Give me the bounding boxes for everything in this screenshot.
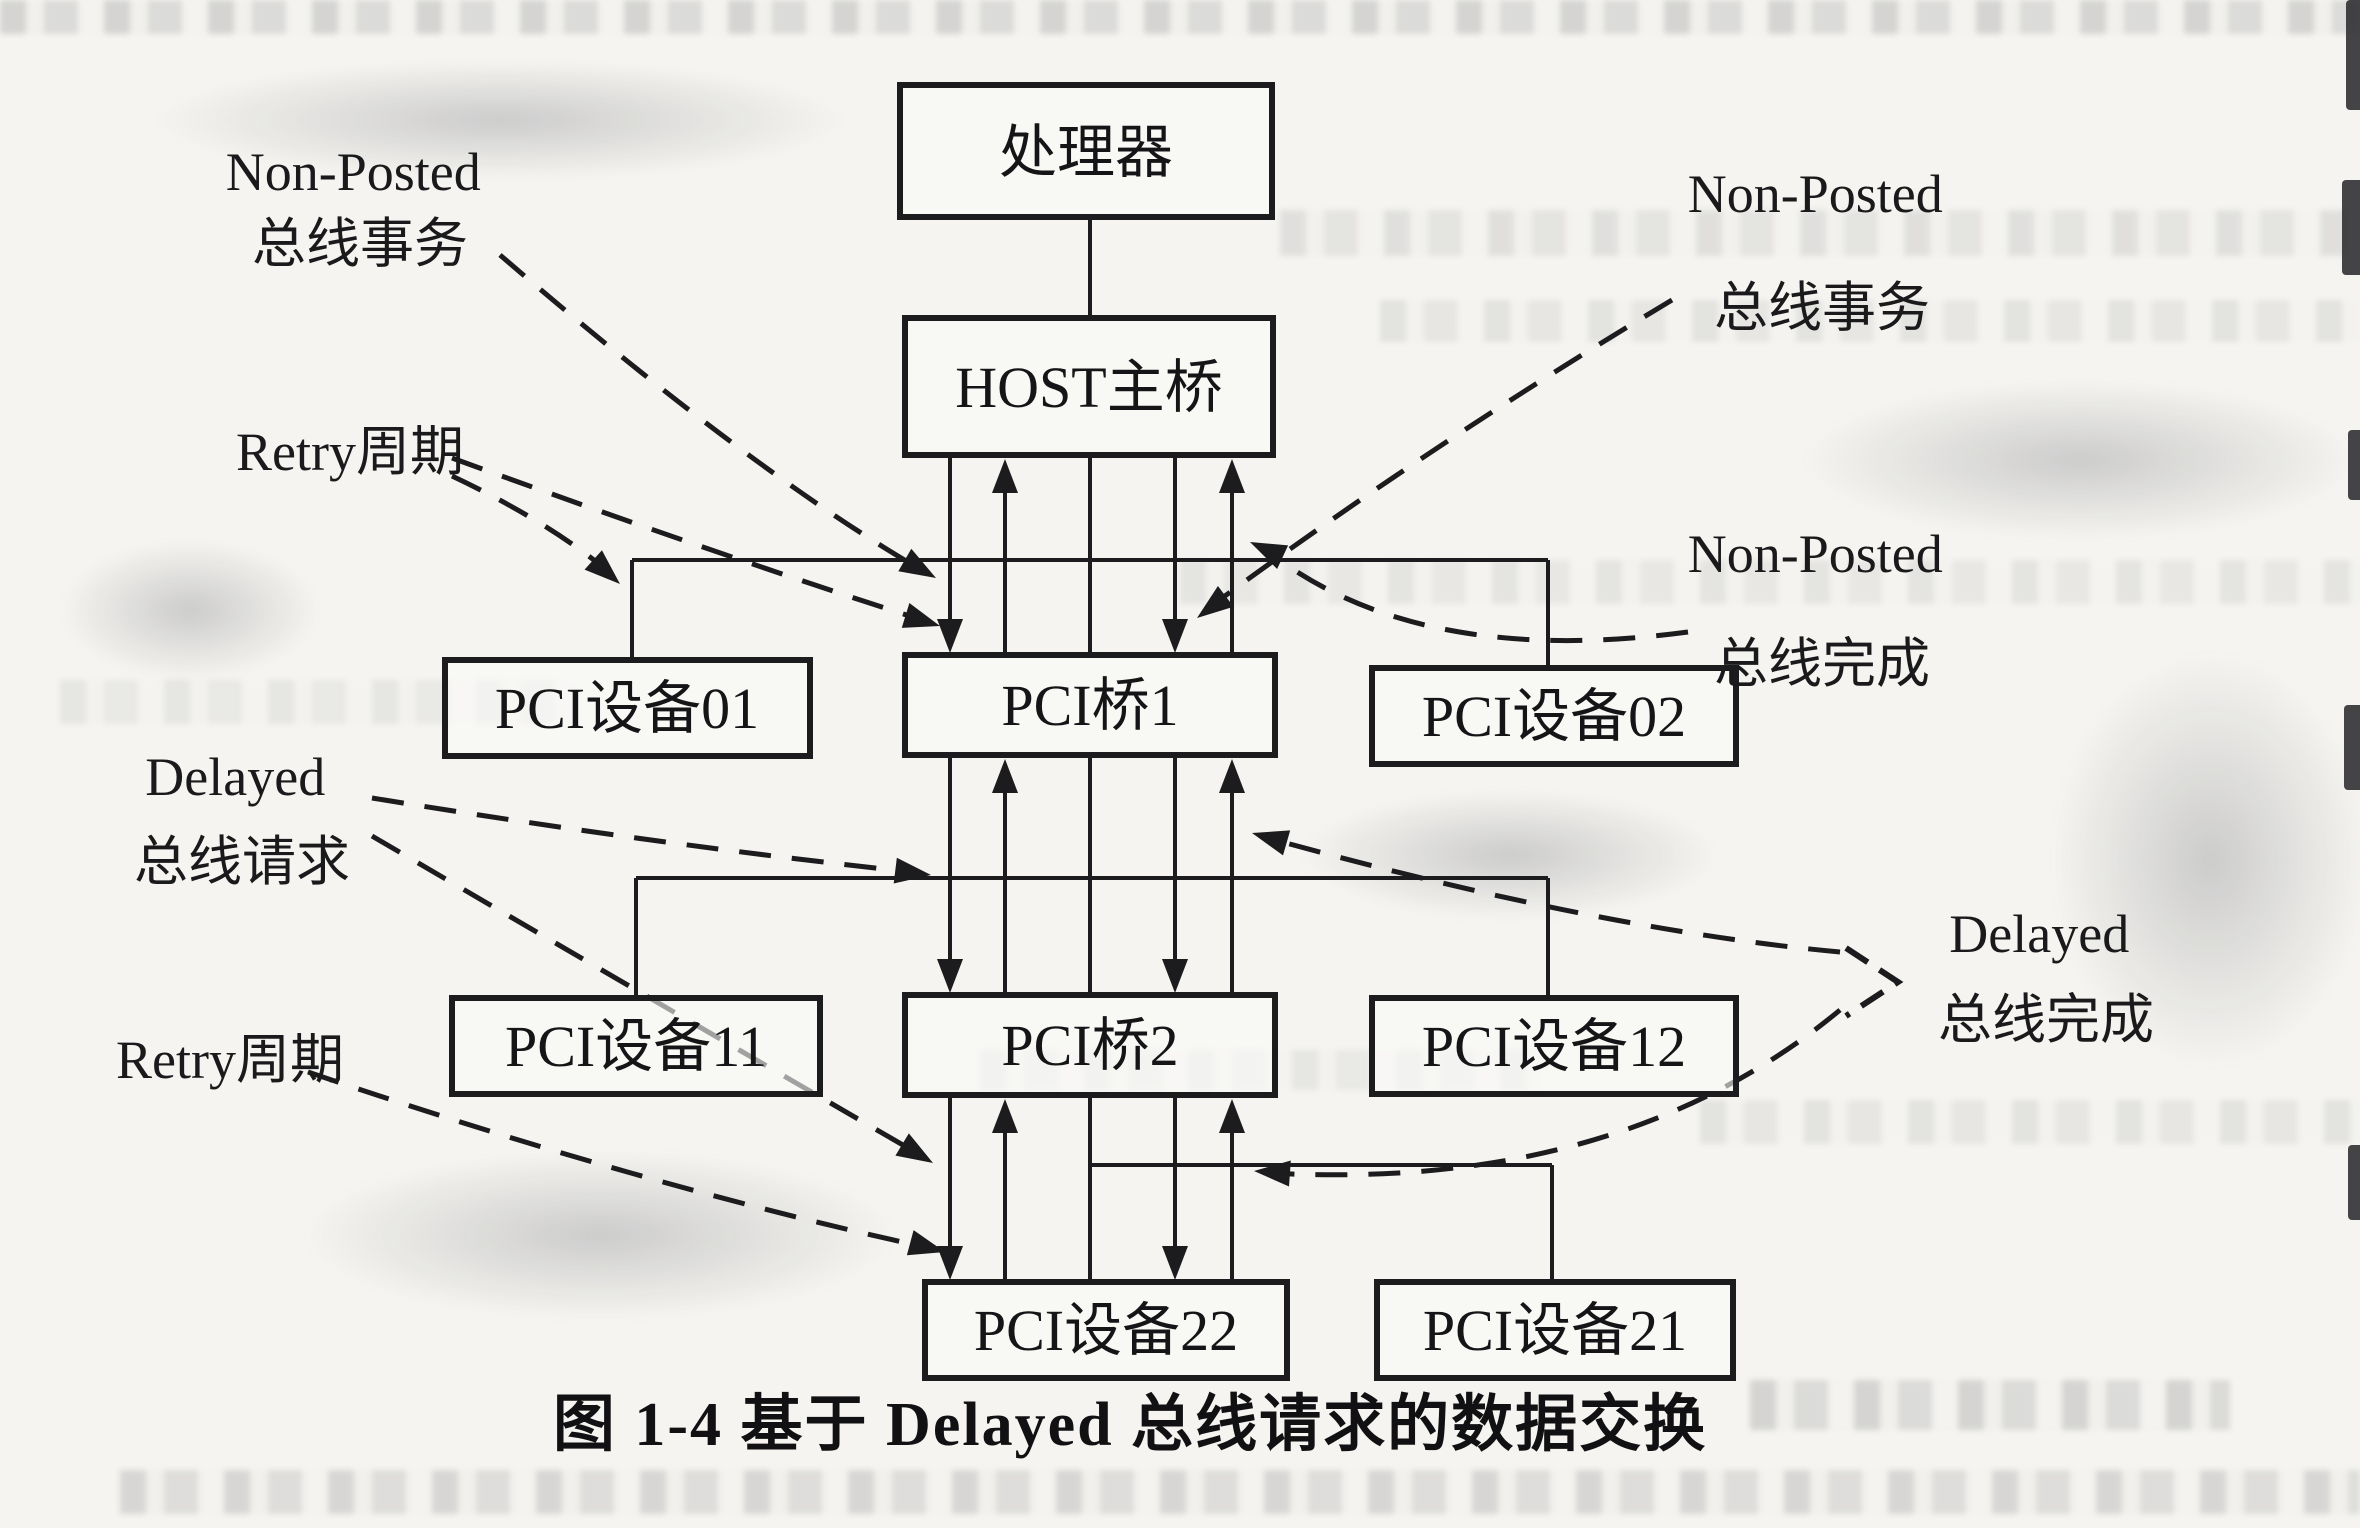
annotation-line: Non-Posted xyxy=(1688,164,1943,224)
node-processor: 处理器 xyxy=(897,82,1275,220)
arrowhead-down xyxy=(1162,1246,1188,1280)
annotation-line: 总线完成 xyxy=(1938,990,2154,1050)
leader-non-posted-transaction-left xyxy=(498,253,920,571)
figure-caption: 图 1-4 基于 Delayed 总线请求的数据交换 xyxy=(553,1390,1707,1459)
leader-arrowhead xyxy=(584,550,620,584)
page-edge-mark xyxy=(2348,430,2360,500)
arrowhead-up xyxy=(992,1099,1018,1133)
leader-delayed-completion-a xyxy=(1267,835,1841,955)
page-edge-mark xyxy=(2342,180,2360,275)
leader-arrowhead xyxy=(1197,585,1234,618)
arrowhead-down xyxy=(1162,619,1188,653)
page-edge-mark xyxy=(2344,705,2360,790)
annotation-non-posted-completion: Non-Posted 总线完成 xyxy=(1688,524,1957,694)
leader-arrowhead xyxy=(1254,1160,1291,1187)
annotation-delayed-request: Delayed 总线请求 xyxy=(134,747,350,892)
annotation-retry-cycle-top: Retry周期 xyxy=(236,422,464,482)
leader-retry-top-b xyxy=(450,473,606,570)
node-label: PCI桥2 xyxy=(1001,1013,1178,1078)
node-label: PCI设备01 xyxy=(495,676,759,741)
node-label: PCI设备21 xyxy=(1423,1298,1687,1363)
node-label: PCI设备11 xyxy=(505,1014,767,1079)
node-pci-device-12: PCI设备12 xyxy=(1369,995,1739,1097)
annotation-line: Delayed xyxy=(1949,904,2129,964)
annotation-line: 总线事务 xyxy=(252,214,468,274)
node-box xyxy=(897,82,1275,220)
page-edge-mark xyxy=(2348,1145,2360,1220)
arrowhead-up xyxy=(1219,459,1245,493)
node-box xyxy=(449,995,823,1097)
node-box xyxy=(902,652,1278,758)
bus-wires xyxy=(630,217,1554,1282)
node-pci-device-21: PCI设备21 xyxy=(1374,1279,1736,1381)
node-box xyxy=(902,315,1276,458)
leader-arrowhead xyxy=(906,1230,945,1256)
arrowhead-down xyxy=(937,619,963,653)
node-pci-bridge-2: PCI桥2 xyxy=(902,992,1278,1098)
leader-retry-top-a xyxy=(451,455,923,623)
annotation-line: 总线请求 xyxy=(134,832,350,892)
leader-arrowhead xyxy=(893,857,931,884)
node-pci-device-01: PCI设备01 xyxy=(442,657,813,759)
node-pci-device-22: PCI设备22 xyxy=(922,1279,1290,1381)
node-label: PCI桥1 xyxy=(1001,673,1178,738)
leader-non-posted-transaction-right xyxy=(1212,297,1674,607)
chevron-arrowhead xyxy=(1844,945,1904,1019)
node-pci-device-11: PCI设备11 xyxy=(449,995,823,1097)
node-box xyxy=(1369,665,1739,767)
annotation-line: 总线完成 xyxy=(1714,634,1930,694)
node-pci-bridge-1: PCI桥1 xyxy=(902,652,1278,758)
annotation-line: Non-Posted xyxy=(226,142,481,202)
page-edge-mark xyxy=(2346,0,2360,110)
leader-retry-bottom xyxy=(307,1069,926,1250)
leader-arrowhead xyxy=(901,603,940,628)
annotation-non-posted-transaction-right: Non-Posted 总线事务 xyxy=(1688,164,1957,338)
annotation-retry-cycle-bottom: Retry周期 xyxy=(116,1030,344,1090)
node-label: 处理器 xyxy=(999,120,1173,185)
node-box xyxy=(1374,1279,1736,1381)
annotation-line: Delayed xyxy=(145,747,325,807)
arrowhead-up xyxy=(992,459,1018,493)
node-label: PCI设备12 xyxy=(1422,1014,1686,1079)
leader-arrowhead xyxy=(898,548,936,578)
arrowhead-up xyxy=(1219,759,1245,793)
leader-delayed-request-a xyxy=(371,795,913,875)
leader-arrowhead xyxy=(1252,830,1291,856)
leader-non-posted-completion xyxy=(1268,551,1689,644)
leader-delayed-request-b xyxy=(370,833,917,1155)
arrowhead-down xyxy=(937,959,963,993)
annotation-line: 总线事务 xyxy=(1714,278,1930,338)
annotation-non-posted-transaction-left: Non-Posted 总线事务 xyxy=(226,142,495,274)
node-box xyxy=(902,992,1278,1098)
node-host-bridge: HOST主桥 xyxy=(902,315,1276,458)
annotation-line: Non-Posted xyxy=(1688,524,1943,584)
node-box xyxy=(922,1279,1290,1381)
node-pci-device-02: PCI设备02 xyxy=(1369,665,1739,767)
node-label: HOST主桥 xyxy=(955,355,1222,420)
arrowhead-down xyxy=(1162,959,1188,993)
leader-arrowhead xyxy=(895,1133,933,1163)
leader-delayed-completion-b xyxy=(1269,1008,1842,1178)
node-box xyxy=(442,657,813,759)
arrowhead-up xyxy=(1219,1099,1245,1133)
arrowhead-up xyxy=(992,759,1018,793)
node-label: PCI设备02 xyxy=(1422,684,1686,749)
node-box xyxy=(1369,995,1739,1097)
bus3-line xyxy=(1090,1163,1554,1282)
node-label: PCI设备22 xyxy=(974,1298,1238,1363)
arrowhead-down xyxy=(937,1246,963,1280)
annotation-delayed-completion: Delayed 总线完成 xyxy=(1938,904,2154,1050)
leader-arrowhead xyxy=(1250,542,1289,569)
annotation-leaders xyxy=(307,253,1904,1256)
